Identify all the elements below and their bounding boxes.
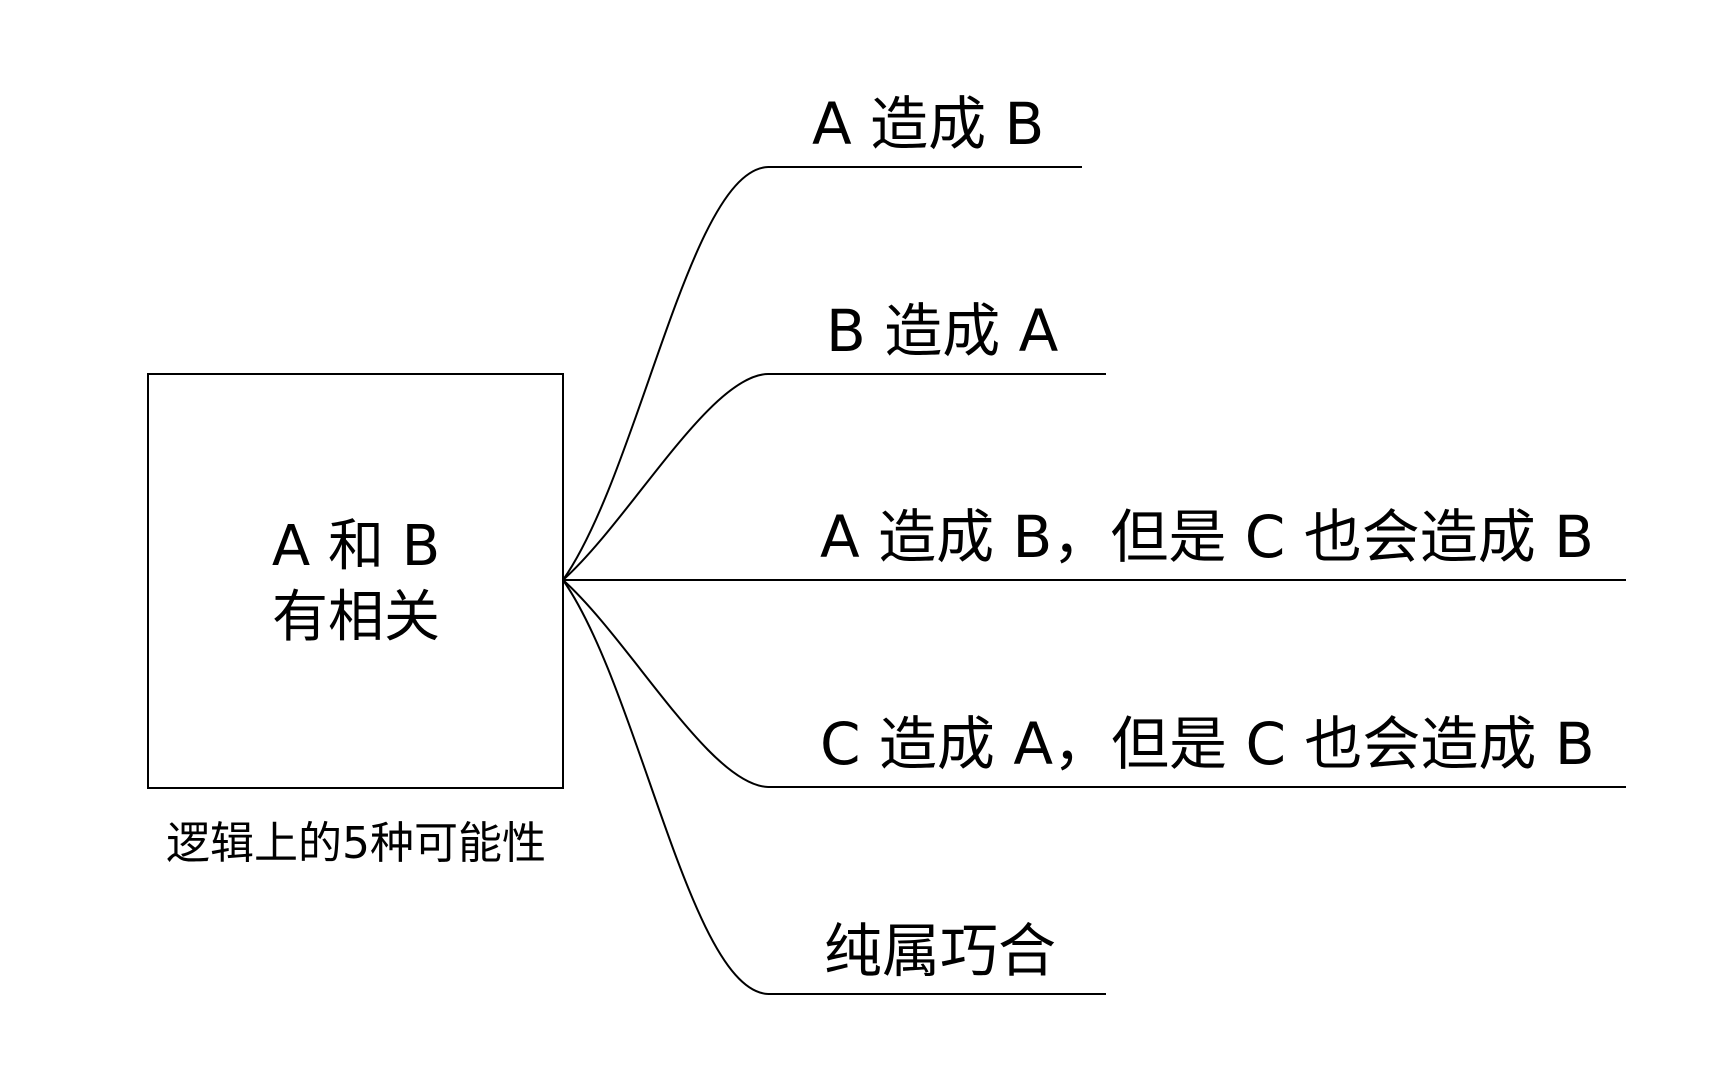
root-label-line1: A 和 B [272,514,440,579]
connector-4 [562,579,769,788]
root-label-line2: 有相关 [272,585,440,650]
connector-5 [562,579,769,995]
connector-2 [562,373,769,581]
branch-label-1: A 造成 B [812,90,1044,158]
connector-1 [562,166,769,581]
branch-label-4: C 造成 A，但是 C 也会造成 B [820,710,1595,778]
branch-label-3: A 造成 B，但是 C 也会造成 B [820,503,1594,571]
branch-label-2: B 造成 A [826,297,1059,365]
root-caption: 逻辑上的5种可能性 [166,818,546,869]
branch-label-5: 纯属巧合 [824,917,1056,985]
root-box [147,373,564,789]
